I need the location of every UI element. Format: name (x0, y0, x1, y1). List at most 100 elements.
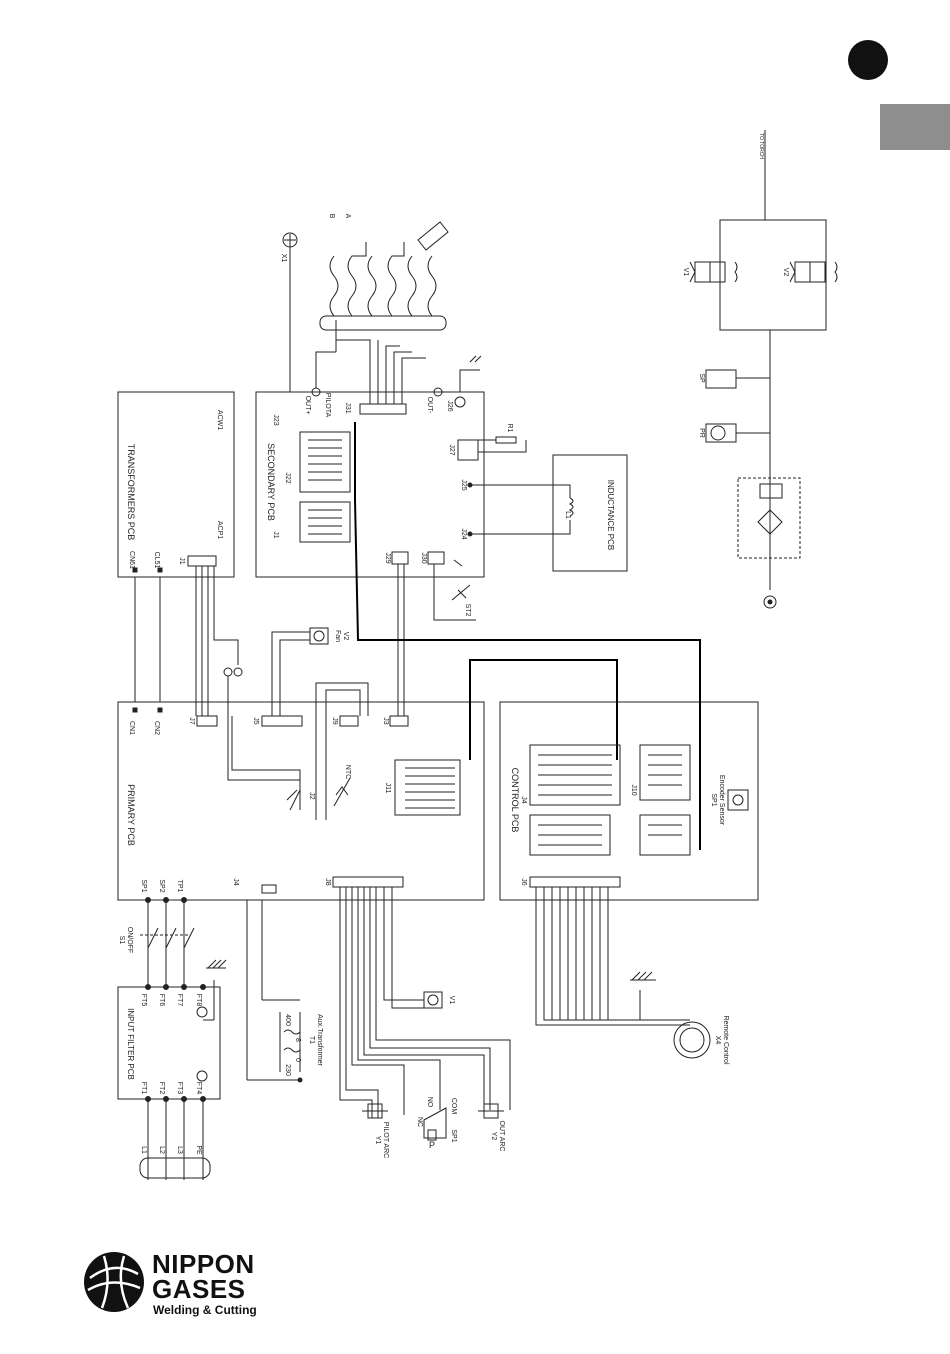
no-label: NO (426, 1097, 433, 1108)
encoder-id-label: SP1 (710, 793, 717, 806)
j11-label: J11 (384, 783, 391, 794)
ntc-label: NTC (344, 765, 351, 779)
transformers-pcb-label: TRANSFORMERS PCB (126, 444, 136, 541)
pilot-arc-label: PILOT ARC (382, 1122, 389, 1158)
mains-lines (139, 902, 227, 1180)
j21-label: J1 (272, 531, 279, 539)
gauge-label: PR (698, 428, 705, 438)
j22-label: J22 (284, 472, 291, 483)
transformers-pcb-box (117, 391, 235, 578)
thermal-switch (231, 716, 301, 811)
ft4-label: FT4 (195, 1082, 202, 1095)
ft2-label: FT2 (158, 1082, 165, 1095)
j30-label: J30 (420, 552, 427, 563)
air-out-label: TO TORCH (758, 133, 764, 159)
aux-transformer-label: Aux.Transformer (316, 1014, 323, 1067)
on-off-label: ON/OFF (126, 927, 133, 953)
st1-label: J2 (308, 792, 315, 800)
inductor-label: L1 (564, 511, 571, 519)
nippon-gases-logo-icon (84, 1252, 144, 1312)
out-arc-label: OUT ARC (498, 1121, 505, 1152)
j7-label: J7 (188, 717, 195, 725)
primary-pcb-box (117, 701, 485, 901)
transformer-primary-wires (187, 555, 300, 781)
filter-cap-a (196, 1070, 208, 1082)
thick-wires (354, 422, 701, 850)
j25-label: J25 (460, 479, 467, 490)
ntc-sensor (315, 682, 369, 820)
out-arc-id-label: Y2 (490, 1132, 497, 1141)
ft5-label: FT5 (140, 994, 147, 1007)
brand-tagline: Welding & Cutting (153, 1303, 257, 1317)
ft8-label: FT8 (195, 994, 202, 1007)
ft1-label: FT1 (140, 1082, 147, 1095)
pressure-sensor-label: SP (698, 373, 705, 383)
j4-label: J4 (232, 878, 239, 886)
brand-name: NIPPON GASES (152, 1249, 255, 1304)
pilot-label: PILOTA (324, 393, 331, 418)
j1-label: J1 (178, 557, 185, 565)
nippon-gases-logo: NIPPON GASES Welding & Cutting (82, 1250, 342, 1320)
r1-label: R1 (506, 424, 513, 433)
pneumatic-circuit (689, 130, 838, 609)
j-control-a-label: J4 (520, 796, 527, 804)
brand-name-line1: NIPPON (152, 1249, 255, 1279)
remote-control-label: Remote Control (722, 1015, 729, 1064)
x1-label: X1 (280, 254, 287, 263)
j31-label: J31 (344, 402, 351, 413)
out-minus-label: OUT- (426, 397, 433, 414)
acp1-label: ACP1 (216, 521, 223, 539)
cn2-label: CN2 (153, 721, 160, 735)
j9-connector (339, 715, 359, 727)
cn-links (132, 567, 163, 713)
cn61-label: CN61 (128, 551, 135, 569)
aux-transformer (246, 884, 303, 1083)
j-heat-connector (394, 759, 461, 816)
tap-8-label: 8 (294, 1038, 301, 1042)
secondary-ribbon-connectors (299, 431, 351, 543)
input-filter-pcb-label: INPUT FILTER PCB (126, 1008, 135, 1080)
ft3-label: FT3 (176, 1082, 183, 1095)
valve-v1-label: V1 (682, 268, 689, 277)
nc-label: NC (416, 1117, 423, 1127)
secondary-pcb-label: SECONDARY PCB (266, 443, 276, 521)
j9-label: J9 (331, 717, 338, 725)
line-l3-label: L3 (176, 1146, 183, 1154)
j-control-c-label: J6 (520, 878, 527, 886)
corner-section-tab (880, 104, 950, 150)
line-l2-label: L2 (158, 1146, 165, 1154)
inductance-pcb-label: INDUCTANCE PCB (606, 480, 615, 551)
secondary-pcb-box (255, 391, 485, 578)
remote-control-id-label: X4 (714, 1036, 721, 1045)
tap-400-label: 400 (284, 1014, 291, 1026)
st2-label: ST2 (464, 604, 471, 617)
brand-name-line2: GASES (152, 1274, 246, 1304)
pilot-arc-valve (362, 1103, 388, 1119)
ft7-label: FT7 (176, 994, 183, 1007)
pressure-p-label: P (429, 1140, 435, 1150)
out-arc-valve (478, 1103, 504, 1119)
com-label: COM (450, 1098, 457, 1115)
torch-a-label: A (344, 214, 351, 219)
control-pcb-label: CONTROL PCB (510, 768, 520, 833)
remote-control-harness (529, 876, 711, 1059)
inductor-wires (467, 482, 574, 537)
on-off-switch (140, 927, 195, 949)
j3-label: J3 (382, 717, 389, 725)
line-l1-label: L1 (140, 1146, 147, 1154)
pressure-switch-symbol (423, 1107, 447, 1141)
encoder-label: Encoder Sensor (718, 775, 725, 826)
r1-resistor (457, 436, 527, 461)
valve-v2-label: V2 (782, 268, 789, 277)
tp1-terminal-label: TP1 (176, 880, 183, 893)
j29-label: J29 (384, 552, 391, 563)
tap-230-label: 230 (284, 1064, 291, 1076)
inductance-pcb-box (552, 454, 628, 572)
fan-v2 (271, 627, 329, 716)
cl51-label: CL51 (153, 552, 160, 569)
fan-v1-label: V1 (448, 996, 455, 1005)
torch-harness (319, 221, 449, 415)
fan-label: Fan (334, 630, 341, 642)
